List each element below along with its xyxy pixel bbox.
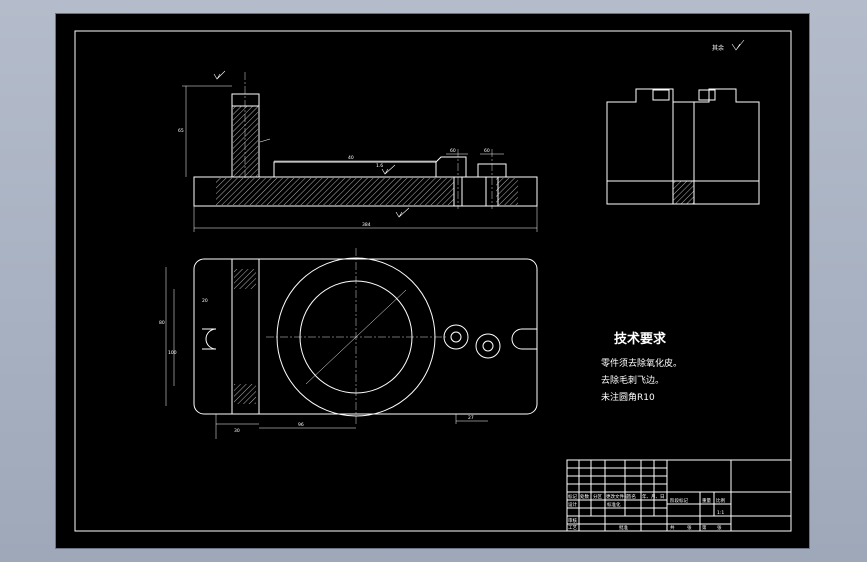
dim-width-a: 80	[159, 320, 165, 326]
post-hatch	[233, 106, 258, 177]
drawing-sheet: 其余 384 65 40 60 60 1.6	[56, 14, 809, 548]
tb-label-date: 年、月、日	[642, 493, 665, 500]
tb-sheet-no: 第	[702, 524, 707, 531]
tech-req-line-2: 去除毛刺飞边。	[601, 374, 664, 386]
right-u-slot	[511, 328, 537, 350]
inner-border	[74, 30, 792, 532]
tb-label-process: 工艺	[568, 525, 577, 531]
top-view: 80 100 30 96 27 20	[159, 248, 538, 439]
dim-right: 27	[468, 415, 474, 421]
dim-small: 20	[202, 298, 208, 304]
tb-label-signature: 签名	[627, 493, 636, 500]
surface-note-text: 其余	[712, 44, 724, 52]
tech-req-title: 技术要求	[614, 331, 667, 347]
side-view	[606, 88, 760, 205]
roughness-symbol	[731, 39, 745, 51]
base-hatch-right	[496, 178, 518, 205]
tb-label-standard: 标准化	[607, 501, 621, 508]
tb-label-stage: 阶段标记	[670, 497, 688, 504]
tech-req-line-3: 未注圆角R10	[601, 391, 655, 403]
base-plate	[193, 176, 538, 207]
groove	[273, 161, 437, 177]
dim-center-dist: 96	[298, 422, 304, 428]
tb-sheet-total: 共	[670, 524, 675, 531]
base-hatch	[216, 178, 454, 205]
dim-left-offset: 30	[234, 428, 240, 434]
cad-drawing: 其余 384 65 40 60 60 1.6	[74, 30, 792, 532]
side-outline	[606, 88, 760, 205]
tb-label-zone: 分区	[593, 493, 602, 500]
tb-label-change-doc: 更改文件号	[606, 493, 629, 500]
tb-label-weight: 重量	[702, 497, 711, 504]
dim-overall-length: 384	[362, 222, 371, 228]
tb-label-mark: 标记	[568, 493, 577, 500]
dim-slot-width-2: 60	[484, 148, 490, 154]
tb-label-scale: 比例	[716, 497, 725, 504]
surface-note: 其余	[712, 39, 745, 52]
tb-sheet-unit-1: 张	[687, 524, 692, 531]
dim-height: 65	[178, 128, 184, 134]
tech-requirements: 技术要求 零件须去除氧化皮。 去除毛刺飞边。 未注圆角R10	[601, 331, 682, 403]
tb-label-approve: 批准	[619, 524, 628, 531]
title-block: 标记 处数 分区 更改文件号 签名 年、月、日 设计 标准化 审核 工艺 批准 …	[566, 459, 792, 532]
tb-scale-value: 1:1	[717, 510, 724, 516]
tb-label-design: 设计	[568, 501, 577, 508]
tb-label-review: 审核	[568, 517, 577, 524]
tech-req-line-1: 零件须去除氧化皮。	[601, 357, 682, 369]
tb-label-count: 处数	[580, 493, 589, 500]
tb-sheet-unit-2: 张	[717, 524, 722, 531]
left-u-slot	[202, 328, 217, 350]
dim-slot-width: 60	[450, 148, 456, 154]
front-view: 384 65 40 60 60 1.6	[178, 70, 538, 232]
roughness-value: 1.6	[376, 163, 383, 169]
dim-slot: 40	[348, 155, 354, 161]
dim-width-b: 100	[168, 350, 177, 356]
